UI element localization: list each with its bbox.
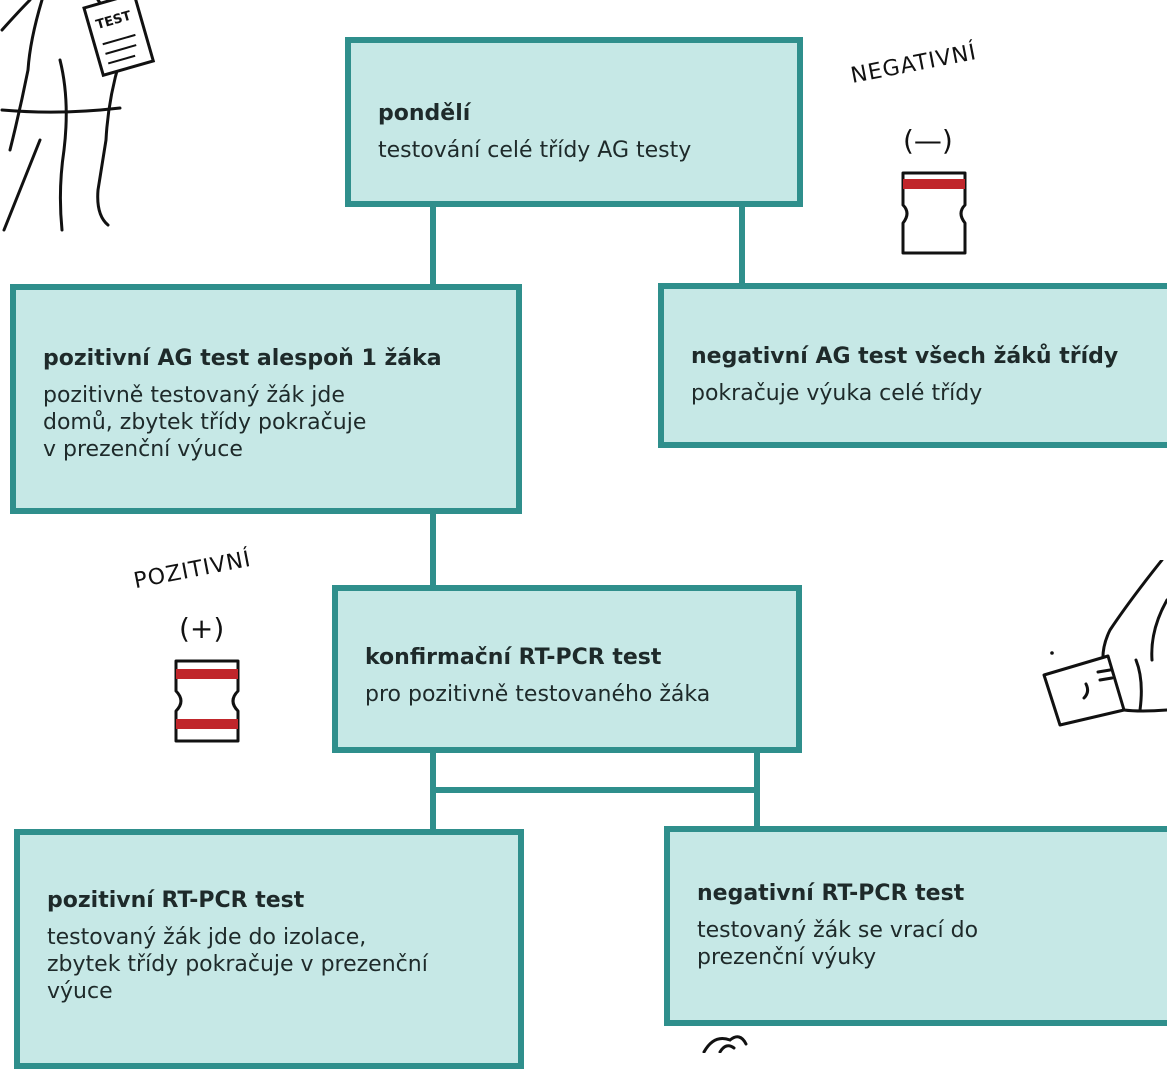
node-positive-ag-desc: pozitivně testovaný žák jde domů, zbytek…: [43, 383, 367, 462]
node-rtpcr-desc: pro pozitivně testovaného žáka: [365, 682, 711, 707]
node-positive-ag: pozitivní AG test alespoň 1 žáka pozitiv…: [10, 284, 522, 514]
node-monday-desc: testování celé třídy AG testy: [378, 138, 692, 163]
node-rtpcr-title: konfirmační RT-PCR test: [365, 645, 662, 670]
test-cassette-negative-icon: [901, 171, 967, 255]
node-negative-ag-title: negativní AG test všech žáků třídy: [691, 344, 1119, 369]
test-cassette-positive-icon: [174, 659, 240, 743]
node-monday: pondělí testování celé třídy AG testy: [345, 37, 803, 207]
node-negative-pcr: negativní RT-PCR test testovaný žák se v…: [664, 826, 1167, 1026]
person-holding-test-icon: TEST: [0, 0, 156, 232]
sign-negative: (—): [903, 124, 953, 157]
doodle-icon: [702, 1035, 748, 1053]
connector-rtpcr-branches: [430, 753, 760, 831]
node-negative-ag-desc: pokračuje výuka celé třídy: [691, 381, 983, 406]
node-negative-ag: negativní AG test všech žáků třídy pokra…: [658, 283, 1167, 448]
node-positive-ag-title: pozitivní AG test alespoň 1 žáka: [43, 346, 442, 371]
sign-positive: (+): [179, 612, 225, 645]
node-negative-pcr-title: negativní RT-PCR test: [697, 881, 965, 906]
node-rtpcr: konfirmační RT-PCR test pro pozitivně te…: [332, 585, 802, 753]
node-positive-pcr-title: pozitivní RT-PCR test: [47, 888, 305, 913]
node-negative-pcr-desc: testovaný žák se vrací do prezenční výuk…: [697, 918, 979, 970]
node-positive-pcr: pozitivní RT-PCR test testovaný žák jde …: [14, 829, 524, 1069]
node-monday-title: pondělí: [378, 101, 471, 126]
node-positive-pcr-desc: testovaný žák jde do izolace, zbytek tří…: [47, 925, 428, 1004]
hand-holding-test-icon: [1042, 560, 1167, 727]
